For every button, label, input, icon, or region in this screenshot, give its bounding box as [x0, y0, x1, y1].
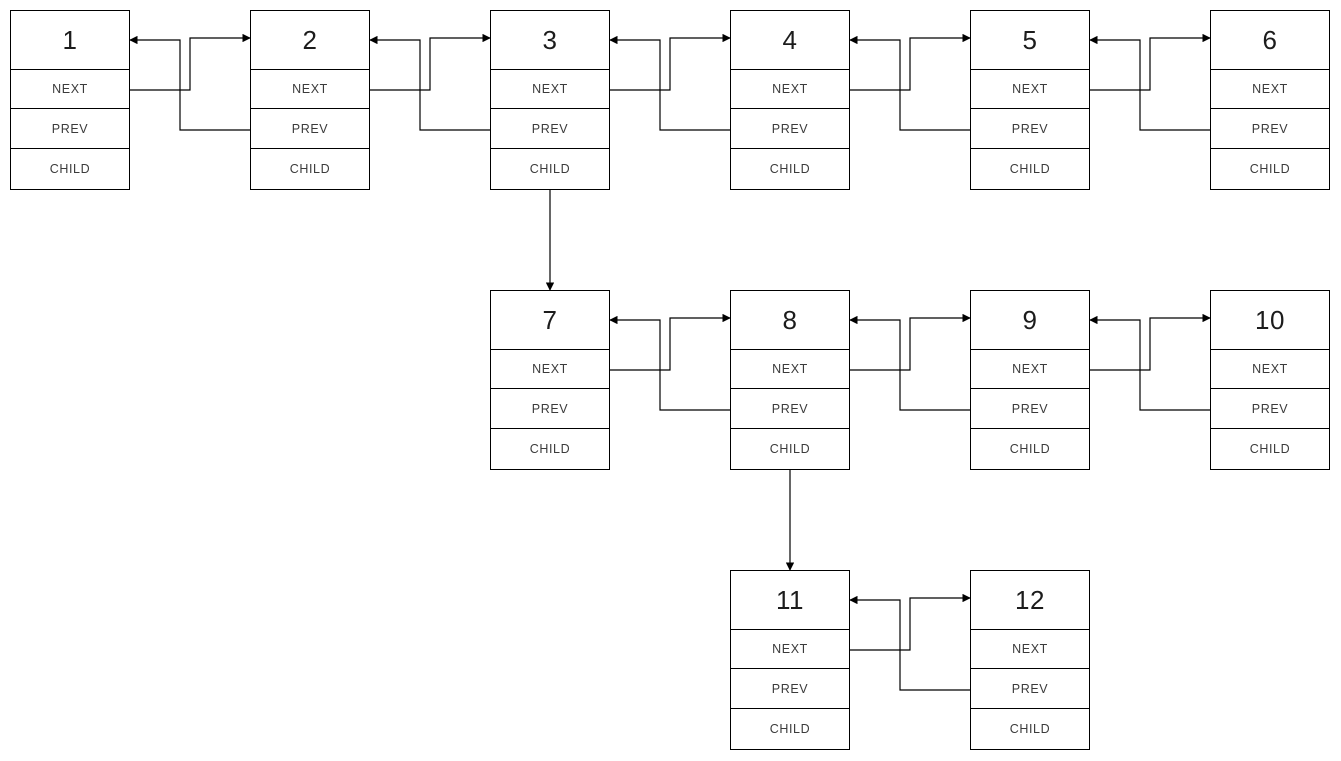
- node-field-child: CHILD: [1009, 442, 1051, 457]
- edge-prev-node-5-to-node-4: [849, 35, 970, 131]
- node-field-child: CHILD: [769, 162, 811, 177]
- node-field-prev: PREV: [971, 389, 1089, 430]
- node-field-child: CHILD: [1009, 722, 1051, 737]
- node-field-next: NEXT: [1211, 70, 1329, 110]
- node-field-prev: PREV: [731, 109, 849, 150]
- node-label: 11: [731, 571, 849, 630]
- node-label: 3: [491, 11, 609, 70]
- node-field-child: CHILD: [1009, 162, 1051, 177]
- node-field-prev: PREV: [1211, 109, 1329, 150]
- node-label: 10: [1211, 291, 1329, 350]
- node-label: 8: [731, 291, 849, 350]
- node-field-child: CHILD: [49, 162, 91, 177]
- edge-prev-node-2-to-node-1: [129, 35, 250, 131]
- node-field-next: NEXT: [491, 70, 609, 110]
- edge-prev-node-8-to-node-7: [609, 315, 730, 411]
- edge-prev-node-3-to-node-2: [369, 35, 490, 131]
- node-field-next: NEXT: [731, 630, 849, 670]
- node-field-next: NEXT: [731, 70, 849, 110]
- node-label: 4: [731, 11, 849, 70]
- node-label: 7: [491, 291, 609, 350]
- edge-next-node-4-to-node-5: [850, 33, 971, 91]
- edge-next-node-9-to-node-10: [1090, 313, 1211, 371]
- node-field-child: CHILD: [1249, 162, 1291, 177]
- edge-next-node-5-to-node-6: [1090, 33, 1211, 91]
- node-field-prev: PREV: [1211, 389, 1329, 430]
- node-field-child: CHILD: [769, 442, 811, 457]
- node-field-prev: PREV: [11, 109, 129, 150]
- node-label: 6: [1211, 11, 1329, 70]
- node-field-child: CHILD: [529, 162, 571, 177]
- edge-next-node-1-to-node-2: [130, 33, 251, 91]
- node-field-prev: PREV: [971, 109, 1089, 150]
- node-field-prev: PREV: [731, 669, 849, 710]
- node-field-child: CHILD: [529, 442, 571, 457]
- node-field-next: NEXT: [491, 350, 609, 390]
- edge-next-node-8-to-node-9: [850, 313, 971, 371]
- node-field-next: NEXT: [731, 350, 849, 390]
- edge-next-node-7-to-node-8: [610, 313, 731, 371]
- edge-prev-node-10-to-node-9: [1089, 315, 1210, 411]
- node-field-child: CHILD: [769, 722, 811, 737]
- node-label: 12: [971, 571, 1089, 630]
- node-field-next: NEXT: [971, 630, 1089, 670]
- edge-next-node-11-to-node-12: [850, 593, 971, 651]
- node-field-prev: PREV: [491, 109, 609, 150]
- node-field-prev: PREV: [731, 389, 849, 430]
- node-field-child: CHILD: [289, 162, 331, 177]
- node-field-prev: PREV: [971, 669, 1089, 710]
- edge-next-node-3-to-node-4: [610, 33, 731, 91]
- edge-next-node-2-to-node-3: [370, 33, 491, 91]
- node-label: 2: [251, 11, 369, 70]
- node-field-prev: PREV: [491, 389, 609, 430]
- node-field-next: NEXT: [1211, 350, 1329, 390]
- node-label: 5: [971, 11, 1089, 70]
- node-field-next: NEXT: [971, 70, 1089, 110]
- node-label: 1: [11, 11, 129, 70]
- edge-prev-node-6-to-node-5: [1089, 35, 1210, 131]
- node-field-next: NEXT: [971, 350, 1089, 390]
- node-label: 9: [971, 291, 1089, 350]
- edge-prev-node-9-to-node-8: [849, 315, 970, 411]
- node-field-child: CHILD: [1249, 442, 1291, 457]
- node-field-next: NEXT: [11, 70, 129, 110]
- edge-prev-node-4-to-node-3: [609, 35, 730, 131]
- node-field-prev: PREV: [251, 109, 369, 150]
- edge-prev-node-12-to-node-11: [849, 595, 970, 691]
- node-field-next: NEXT: [251, 70, 369, 110]
